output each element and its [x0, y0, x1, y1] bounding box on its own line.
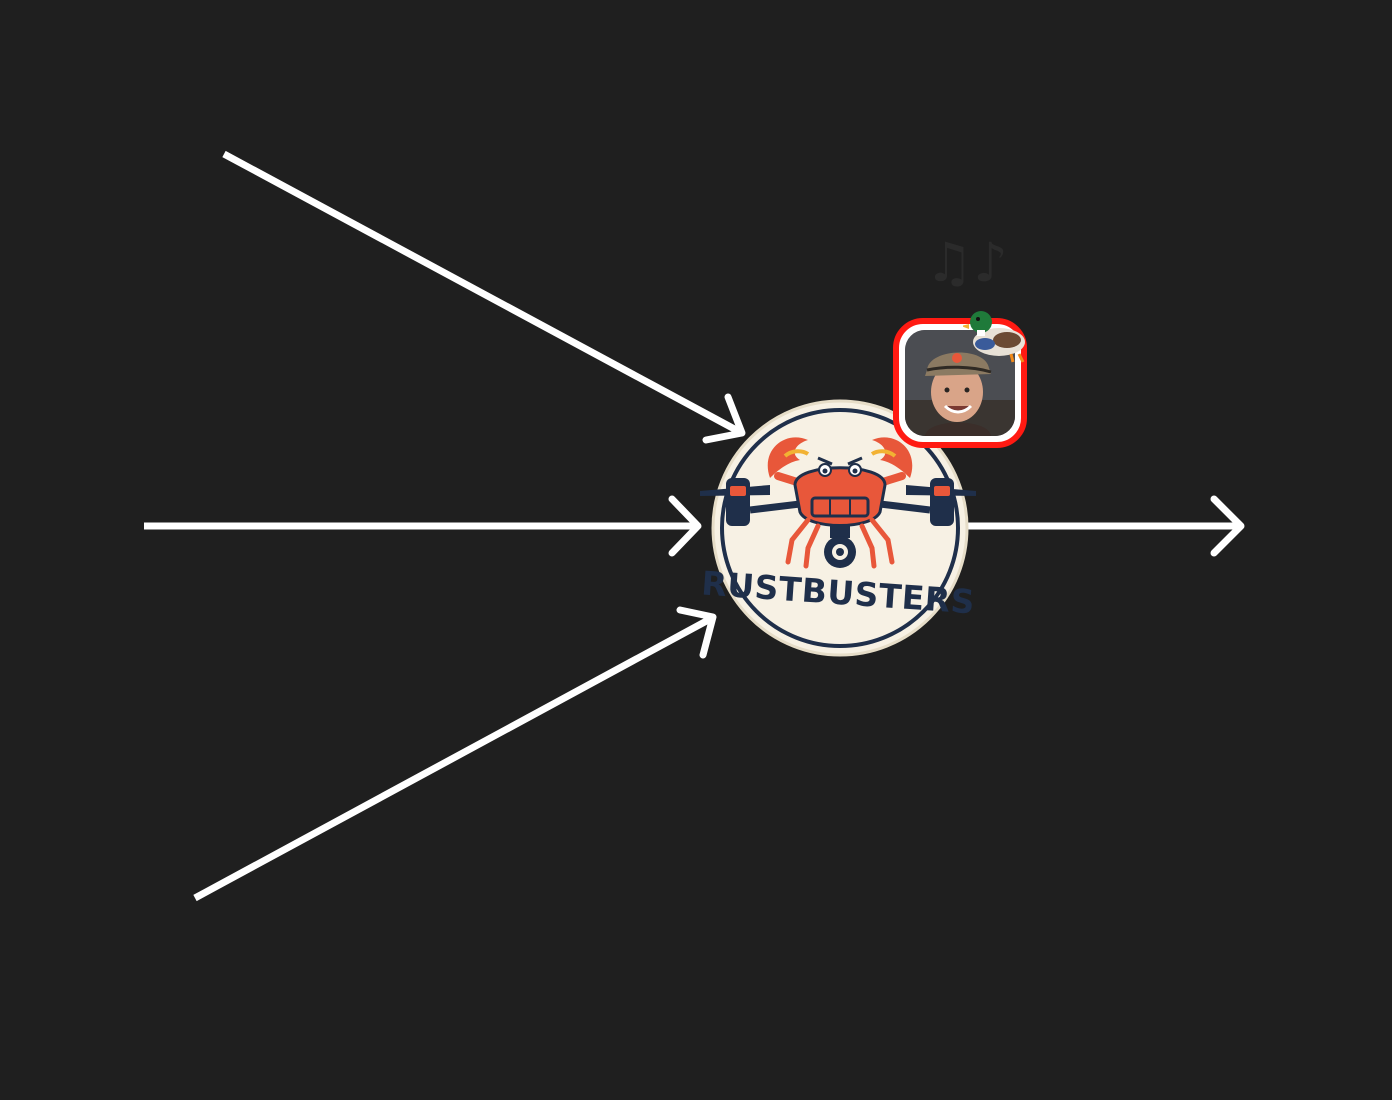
camera-gimbal [824, 526, 856, 568]
arrow-lower-left [193, 606, 717, 902]
arrow-right [962, 495, 1245, 557]
duck-icon [963, 311, 1025, 363]
crab-body [793, 456, 887, 527]
rustbusters-logo: RUSTBUSTERS [700, 399, 976, 657]
crab-legs [785, 517, 895, 569]
arrow-upper-left [222, 150, 746, 444]
arrow-middle-left [144, 495, 702, 557]
music-notes-icon: ♫♪ [925, 231, 1008, 294]
drone-arms [700, 478, 976, 526]
